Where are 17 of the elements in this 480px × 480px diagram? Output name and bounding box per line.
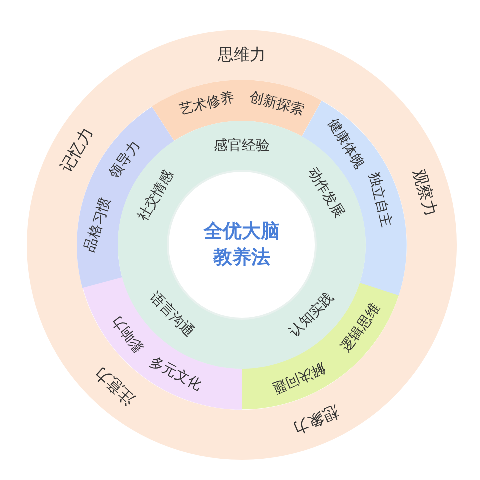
segment-label: 独立自主 (366, 171, 394, 230)
ring-label: 认知实践 (287, 290, 337, 340)
ring-label: 语言沟通 (147, 290, 197, 340)
segment-label: 解决问题 (270, 361, 328, 396)
ring-label: 感官经验 (214, 139, 270, 153)
segment-label: 创新探索 (248, 90, 306, 118)
center-title: 全优大脑教养法 (202, 219, 281, 270)
segment-label: 艺术修养 (178, 90, 236, 118)
segment-label: 多元文化 (148, 355, 204, 394)
segment-label: 品格习惯 (83, 196, 114, 254)
ring-label: 注意力 (92, 364, 138, 408)
segment-label: 影响力 (109, 313, 146, 356)
ring-label: 想象力 (291, 403, 342, 437)
ring-label: 记忆力 (58, 125, 96, 175)
segment-label: 逻辑思维 (338, 301, 383, 356)
ring-label: 观察力 (410, 167, 439, 218)
ring-label: 思维力 (218, 47, 266, 63)
